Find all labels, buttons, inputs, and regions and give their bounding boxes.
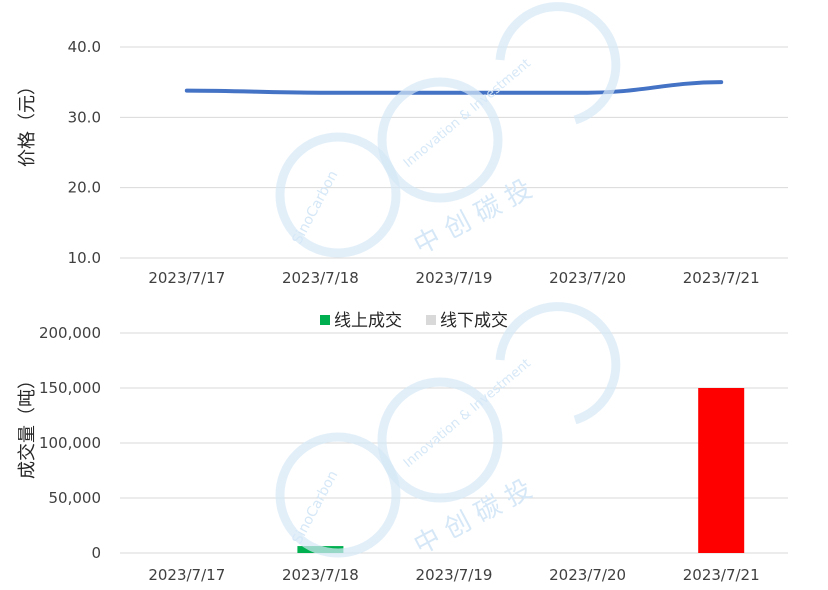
volume-y-tick-label: 100,000 xyxy=(39,434,101,452)
volume-y-tick-label: 200,000 xyxy=(39,324,101,342)
watermark-ring xyxy=(377,377,503,503)
price-gridlines xyxy=(120,46,788,259)
price-y-tick-label: 10.0 xyxy=(68,249,101,267)
volume-x-tick-label: 2023/7/18 xyxy=(282,566,359,584)
volume-x-tick-label: 2023/7/17 xyxy=(148,566,225,584)
watermark-arc xyxy=(495,2,621,125)
price-x-tick-label: 2023/7/19 xyxy=(416,269,493,287)
volume-x-tick-label: 2023/7/19 xyxy=(416,566,493,584)
volume-x-ticks: 2023/7/17 2023/7/18 2023/7/19 2023/7/20 2023… xyxy=(148,566,759,584)
volume-y-axis-label: 成交量（吨） xyxy=(17,371,38,479)
volume-x-tick-label: 2023/7/20 xyxy=(549,566,626,584)
price-x-ticks: 2023/7/17 2023/7/18 2023/7/19 2023/7/20 2023… xyxy=(148,269,759,287)
watermark-text: Innovation & Investment xyxy=(401,56,534,171)
watermark-text: SinoCarbon xyxy=(289,468,341,547)
watermark-text: Innovation & Investment xyxy=(401,356,534,471)
volume-bar xyxy=(698,388,745,553)
legend-swatch xyxy=(320,315,330,325)
price-x-tick-label: 2023/7/18 xyxy=(282,269,359,287)
volume-y-tick-label: 150,000 xyxy=(39,379,101,397)
price-y-axis-label: 价格（元） xyxy=(17,77,38,167)
price-y-ticks: 10.0 20.0 30.0 40.0 xyxy=(68,38,101,267)
price-y-tick-label: 30.0 xyxy=(68,108,101,126)
legend-label: 线上成交 xyxy=(334,311,402,331)
price-y-tick-label: 20.0 xyxy=(68,179,101,197)
volume-y-tick-label: 50,000 xyxy=(49,489,102,507)
legend-label: 线下成交 xyxy=(440,311,508,331)
price-line xyxy=(184,80,724,95)
price-x-tick-label: 2023/7/17 xyxy=(148,269,225,287)
price-y-tick-label: 40.0 xyxy=(68,38,101,56)
watermark-arc xyxy=(495,302,621,425)
watermark-text: SinoCarbon xyxy=(289,168,341,247)
volume-y-ticks: 0 50,000 100,000 150,000 200,000 xyxy=(39,324,101,562)
price-x-tick-label: 2023/7/21 xyxy=(683,269,760,287)
volume-y-tick-label: 0 xyxy=(91,544,101,562)
volume-x-tick-label: 2023/7/21 xyxy=(683,566,760,584)
price-x-tick-label: 2023/7/20 xyxy=(549,269,626,287)
legend-swatch xyxy=(426,315,436,325)
watermark-ring xyxy=(275,432,401,558)
watermark-ring xyxy=(275,132,401,258)
volume-legend: 线上成交 线下成交 xyxy=(320,311,508,331)
watermark-ring xyxy=(377,77,503,203)
volume-bars xyxy=(297,388,745,553)
price-line-series xyxy=(184,80,724,95)
